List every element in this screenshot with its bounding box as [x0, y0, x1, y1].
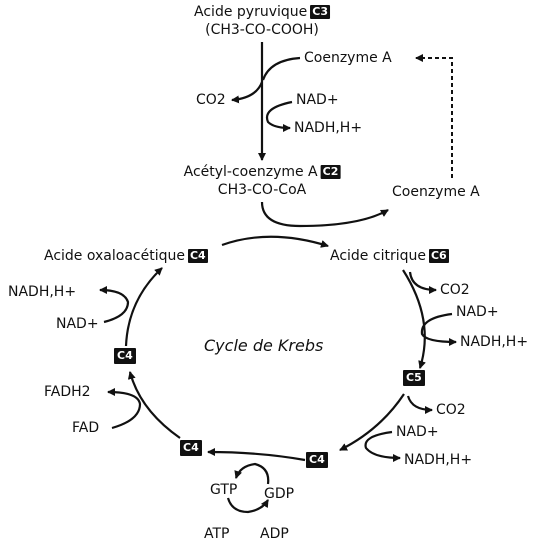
atp-label: ATP: [204, 526, 230, 542]
co2-label: CO2: [196, 92, 226, 108]
fad-label: FAD: [72, 420, 100, 436]
left-nadh-label: NADH,H+: [8, 284, 77, 300]
acetyl-name: Acétyl-coenzyme A: [183, 164, 318, 180]
pyruvate-formula: (CH3-CO-COOH): [205, 22, 319, 38]
adp-label: ADP: [260, 526, 289, 542]
citric-to-c5-arc: [402, 269, 426, 369]
pyruvate-name: Acide pyruvique: [194, 4, 308, 20]
nad-label: NAD+: [296, 92, 339, 108]
acetyl-carbon-badge: C2: [320, 165, 341, 179]
right-nad-1-label: NAD+: [456, 304, 499, 320]
c5-badge: C5: [403, 370, 425, 386]
left-nad-to-nadh-arrow: [99, 286, 130, 324]
oxaloacetic-name: Acide oxaloacétique: [44, 248, 185, 264]
c4-left-to-oxalo-arc: [124, 267, 163, 347]
right-co2-2-label: CO2: [436, 402, 466, 418]
right-nadh-1-label: NADH,H+: [460, 334, 529, 350]
citric-name: Acide citrique: [330, 248, 426, 264]
coenzyme-a-out-label: Coenzyme A: [392, 184, 480, 200]
nad1-nadh1-arrow: [420, 312, 457, 346]
left-nad-label: NAD+: [56, 316, 99, 332]
co2-1-arrow: [408, 271, 437, 294]
co2-out-arrow: [231, 81, 264, 104]
fadh2-label: FADH2: [44, 384, 91, 400]
coenzyme-a-in-arrow: [261, 56, 301, 81]
oxalo-to-citric-arc: [221, 235, 329, 248]
nadh-label: NADH,H+: [294, 120, 363, 136]
c4-to-c4-bottom-arc: [207, 448, 306, 462]
gdp-label: GDP: [264, 486, 295, 502]
gtp-label: GTP: [210, 482, 238, 498]
acetyl-formula: CH3-CO-CoA: [217, 182, 307, 198]
right-nad-2-label: NAD+: [396, 424, 439, 440]
acetyl-to-cycle-arrow: [260, 201, 389, 228]
c4-left-badge: C4: [114, 348, 136, 364]
c4-right-badge: C4: [306, 452, 328, 468]
oxaloacetic-carbon-badge: C4: [187, 249, 208, 263]
gtp-to-gdp-arrow: [226, 497, 269, 514]
c4-bottom-to-c4-left-arc: [127, 371, 181, 439]
nad-to-nadh-arrow: [265, 100, 293, 132]
right-co2-1-label: CO2: [440, 282, 470, 298]
coenzyme-a-recycle-dotted: [415, 54, 453, 178]
right-nadh-2-label: NADH,H+: [404, 452, 473, 468]
nad2-nadh2-arrow: [364, 430, 401, 462]
c4-bottom-badge: C4: [180, 440, 202, 456]
c5-to-c4-arc: [339, 393, 405, 451]
co2-2-arrow: [406, 395, 433, 414]
pyruvate-carbon-badge: C3: [310, 5, 330, 19]
gdp-to-gtp-arrow: [234, 462, 270, 485]
coenzyme-a-in-label: Coenzyme A: [304, 50, 392, 66]
cycle-title: Cycle de Krebs: [204, 336, 324, 355]
citric-carbon-badge: C6: [428, 249, 449, 263]
fad-to-fadh2-arrow: [107, 388, 142, 430]
